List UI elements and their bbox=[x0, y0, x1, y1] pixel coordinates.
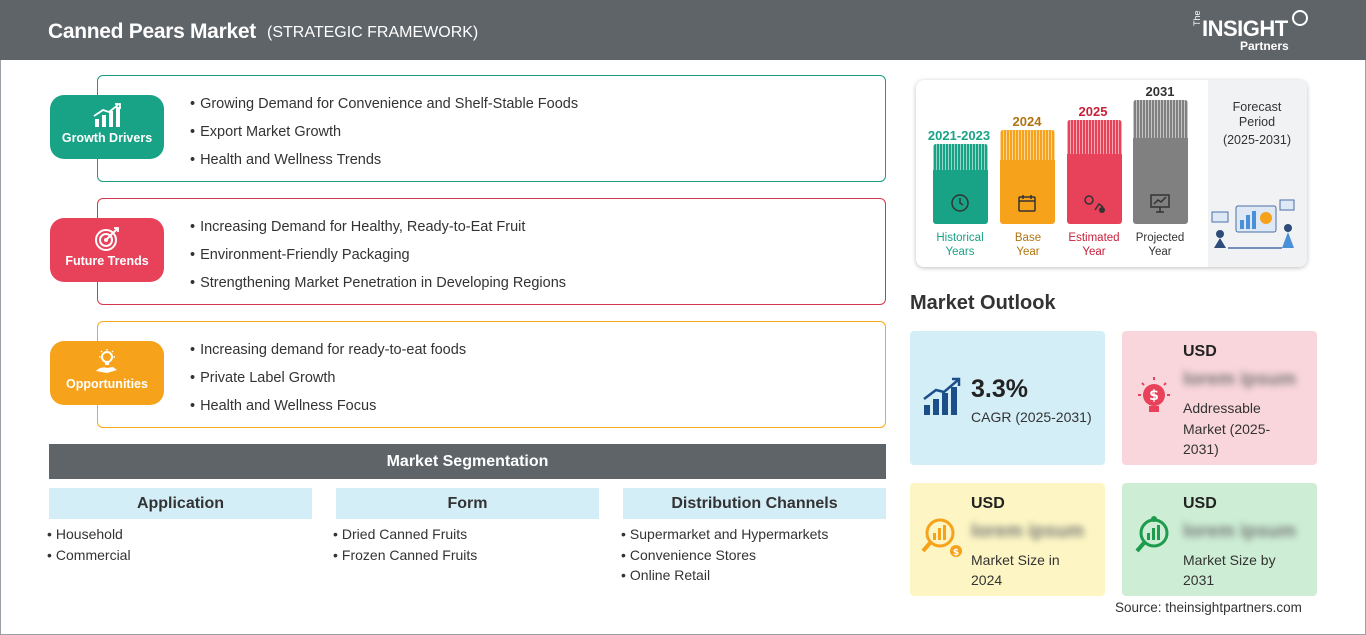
list-item: Dried Canned Fruits bbox=[333, 524, 477, 545]
opportunities-box: Increasing demand for ready-to-eat foods… bbox=[97, 321, 886, 428]
growth-drivers-label: Growth Drivers bbox=[61, 131, 153, 145]
segment-header-distribution: Distribution Channels bbox=[623, 488, 886, 519]
cagr-value: 3.3% bbox=[971, 375, 1028, 403]
logo-partners: Partners bbox=[1240, 39, 1289, 53]
forecast-line1: Forecast bbox=[1232, 100, 1282, 114]
growth-drivers-box: Growing Demand for Convenience and Shelf… bbox=[97, 75, 886, 182]
market-size-2031-card: USD lorem ipsum Market Size by 2031 bbox=[1122, 483, 1317, 596]
list-item: Household bbox=[47, 524, 131, 545]
source-credit[interactable]: Source: theinsightpartners.com bbox=[1115, 600, 1302, 615]
segment-list-distribution: Supermarket and Hypermarkets Convenience… bbox=[621, 524, 828, 586]
segment-header-application: Application bbox=[49, 488, 312, 519]
opportunities-list: Increasing demand for ready-to-eat foods… bbox=[190, 340, 466, 424]
size-2024-usd: USD bbox=[971, 495, 1005, 512]
forecast-panel bbox=[1208, 80, 1307, 267]
list-item: Health and Wellness Trends bbox=[190, 150, 578, 178]
size-2031-desc-1: Market Size by bbox=[1183, 552, 1276, 568]
timeline-bar-historical bbox=[933, 144, 988, 224]
history-clock-icon bbox=[951, 194, 969, 212]
list-item: Private Label Growth bbox=[190, 368, 466, 396]
bar-chart-growth-icon bbox=[93, 103, 121, 127]
cagr-label: CAGR (2025-2031) bbox=[971, 409, 1092, 425]
growth-chart-icon bbox=[923, 377, 961, 415]
segmentation-title: Market Segmentation bbox=[49, 444, 886, 479]
segment-list-form: Dried Canned Fruits Frozen Canned Fruits bbox=[333, 524, 477, 565]
svg-text:$: $ bbox=[1149, 388, 1159, 404]
forecast-line2: Period bbox=[1238, 115, 1276, 129]
future-trends-list: Increasing Demand for Healthy, Ready-to-… bbox=[190, 217, 566, 301]
page-title: Canned Pears Market bbox=[48, 20, 256, 43]
lightbulb-dollar-icon: $ bbox=[1138, 377, 1170, 412]
future-trends-box: Increasing Demand for Healthy, Ready-to-… bbox=[97, 198, 886, 305]
cagr-card: 3.3% CAGR (2025-2031) bbox=[910, 331, 1105, 465]
addressable-desc-2: Market (2025- bbox=[1183, 421, 1271, 437]
analyst-dashboard-illustration-icon bbox=[1211, 199, 1295, 249]
list-item: Supermarket and Hypermarkets bbox=[621, 524, 828, 545]
presentation-board-icon bbox=[1150, 194, 1170, 213]
size-2031-desc-2: 2031 bbox=[1183, 572, 1215, 588]
list-item: Export Market Growth bbox=[190, 122, 578, 150]
list-item: Increasing Demand for Healthy, Ready-to-… bbox=[190, 217, 566, 245]
size-2031-value-blurred: lorem ipsum bbox=[1183, 521, 1296, 542]
opportunities-label: Opportunities bbox=[66, 377, 148, 391]
logo-the: The bbox=[1192, 10, 1202, 26]
logo-ring-icon bbox=[1292, 10, 1308, 26]
opportunities-badge: Opportunities bbox=[50, 341, 164, 405]
future-trends-label: Future Trends bbox=[65, 254, 149, 268]
timeline-year-projected: 2031 bbox=[1145, 84, 1175, 99]
list-item: Commercial bbox=[47, 545, 131, 566]
addressable-desc-1: Addressable bbox=[1183, 400, 1261, 416]
logo-insight: INSIGHT bbox=[1202, 16, 1288, 41]
size-2024-desc-1: Market Size in bbox=[971, 552, 1060, 568]
size-2024-value-blurred: lorem ipsum bbox=[971, 521, 1084, 542]
list-item: Online Retail bbox=[621, 565, 828, 586]
segment-header-form: Form bbox=[336, 488, 599, 519]
market-outlook-title: Market Outlook bbox=[910, 292, 1056, 314]
list-item: Strengthening Market Penetration in Deve… bbox=[190, 273, 566, 301]
calendar-icon bbox=[1018, 195, 1036, 212]
timeline-bar-estimated bbox=[1067, 120, 1122, 224]
timeline-bar-projected bbox=[1133, 100, 1188, 224]
addressable-value-blurred: lorem ipsum bbox=[1183, 369, 1296, 390]
timeline-bar-base bbox=[1000, 130, 1055, 224]
timeline-year-estimated: 2025 bbox=[1078, 104, 1108, 119]
target-icon bbox=[95, 227, 119, 251]
timeline-year-base: 2024 bbox=[1012, 114, 1042, 129]
growth-drivers-list: Growing Demand for Convenience and Shelf… bbox=[190, 94, 578, 178]
list-item: Environment-Friendly Packaging bbox=[190, 245, 566, 273]
list-item: Growing Demand for Convenience and Shelf… bbox=[190, 94, 578, 122]
header-bar: Canned Pears Market (STRATEGIC FRAMEWORK… bbox=[0, 0, 1366, 60]
segment-list-application: Household Commercial bbox=[47, 524, 131, 565]
list-item: Convenience Stores bbox=[621, 545, 828, 566]
size-2031-usd: USD bbox=[1183, 495, 1217, 512]
insight-partners-logo[interactable]: The INSIGHT Partners bbox=[1192, 10, 1312, 54]
page-subtitle: (STRATEGIC FRAMEWORK) bbox=[267, 24, 479, 41]
lightbulb-hand-icon bbox=[96, 349, 117, 373]
addressable-market-card: $ USD lorem ipsum Addressable Market (20… bbox=[1122, 331, 1317, 465]
growth-drivers-badge: Growth Drivers bbox=[50, 95, 164, 159]
size-2024-desc-2: 2024 bbox=[971, 572, 1003, 588]
addressable-usd: USD bbox=[1183, 343, 1217, 360]
list-item: Frozen Canned Fruits bbox=[333, 545, 477, 566]
market-size-2024-card: $ USD lorem ipsum Market Size in 2024 bbox=[910, 483, 1105, 596]
addressable-desc-3: 2031) bbox=[1183, 441, 1219, 457]
magnifier-chart-dollar-icon bbox=[1135, 516, 1169, 553]
magnifier-chart-icon: $ bbox=[921, 518, 962, 558]
gear-chart-icon bbox=[1084, 195, 1105, 213]
forecast-line3: (2025-2031) bbox=[1222, 133, 1292, 147]
list-item: Health and Wellness Focus bbox=[190, 396, 466, 424]
svg-text:$: $ bbox=[953, 548, 959, 558]
timeline-year-historical: 2021-2023 bbox=[927, 128, 991, 143]
list-item: Increasing demand for ready-to-eat foods bbox=[190, 340, 466, 368]
future-trends-badge: Future Trends bbox=[50, 218, 164, 282]
